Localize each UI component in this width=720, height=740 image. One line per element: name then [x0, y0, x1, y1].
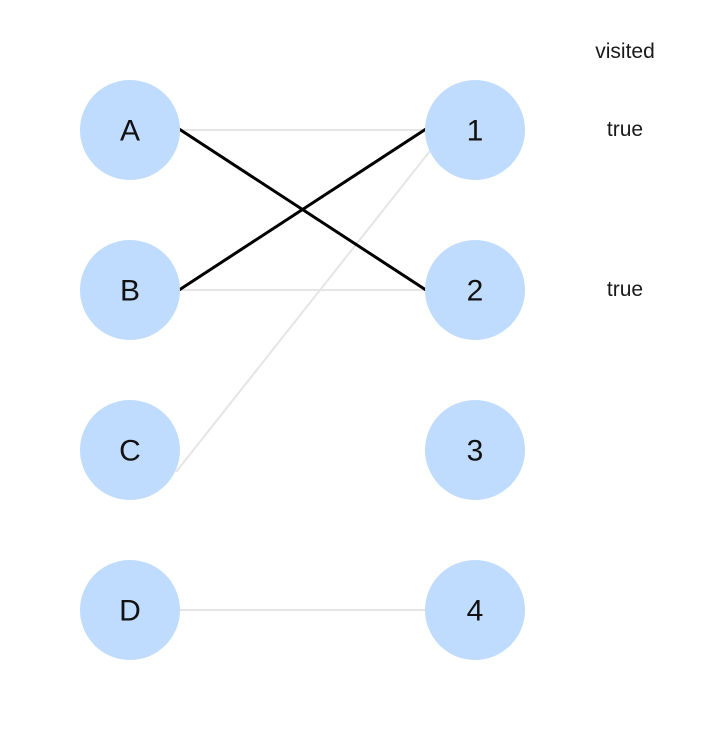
node-circle-3[interactable]: [425, 400, 525, 500]
node-d[interactable]: D: [80, 560, 180, 660]
node-circle-c[interactable]: [80, 400, 180, 500]
node-a[interactable]: A: [80, 80, 180, 180]
node-c[interactable]: C: [80, 400, 180, 500]
node-label-d: D: [119, 595, 141, 628]
visited-value-1: true: [606, 118, 644, 141]
edge-b-1: [175, 125, 430, 294]
visited-column-header: visited: [595, 40, 655, 63]
node-circle-1[interactable]: [425, 80, 525, 180]
node-layer: A B C D 1 2 3 4: [80, 80, 525, 660]
node-label-3: 3: [467, 435, 484, 468]
node-circle-d[interactable]: [80, 560, 180, 660]
edge-layer: [175, 125, 431, 611]
visited-value-2: true: [606, 278, 644, 301]
node-circle-4[interactable]: [425, 560, 525, 660]
node-label-1: 1: [467, 115, 484, 148]
node-circle-b[interactable]: [80, 240, 180, 340]
node-label-a: A: [120, 115, 140, 148]
node-3[interactable]: 3: [425, 400, 525, 500]
node-label-2: 2: [467, 275, 484, 308]
node-label-b: B: [120, 275, 140, 308]
node-label-c: C: [119, 435, 141, 468]
node-1[interactable]: 1: [425, 80, 525, 180]
node-4[interactable]: 4: [425, 560, 525, 660]
node-label-4: 4: [467, 595, 484, 628]
node-b[interactable]: B: [80, 240, 180, 340]
node-2[interactable]: 2: [425, 240, 525, 340]
node-circle-a[interactable]: [80, 80, 180, 180]
edge-c-1: [175, 150, 431, 473]
node-circle-2[interactable]: [425, 240, 525, 340]
